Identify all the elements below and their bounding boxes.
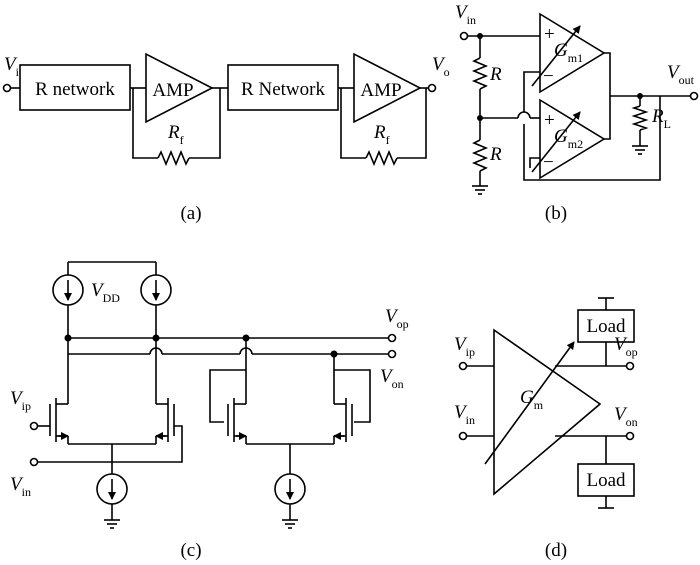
von-label-c: Von: [380, 366, 404, 391]
vip-terminal-d: [458, 361, 468, 371]
gm1-amplifier: [539, 12, 606, 94]
caption-d: (d): [545, 540, 567, 561]
load-top-label: Load: [586, 316, 626, 337]
svg-text:−: −: [543, 66, 554, 87]
amp-label-2: AMP: [360, 80, 401, 101]
vip-label-d: Vip: [454, 334, 475, 359]
rl-resistor: [631, 105, 649, 131]
vout-terminal: [689, 91, 699, 101]
rf-resistor-2: [365, 149, 398, 167]
vip-label-c: Vip: [10, 388, 31, 413]
caption-a: (a): [180, 203, 201, 224]
vop-label-d: Vop: [614, 334, 638, 359]
vi-label: Vi: [4, 54, 20, 79]
r-network-label-1: R network: [35, 79, 115, 100]
vip-terminal-c: [29, 421, 39, 431]
vop-terminal: [387, 333, 397, 343]
panel-c: VDD Vop Von Vip Vin: [10, 261, 409, 561]
vin-label: Vin: [455, 2, 476, 27]
von-label-d: Von: [614, 404, 638, 429]
svg-text:+: +: [544, 110, 555, 131]
r-bottom-label: R: [489, 144, 502, 165]
r-top-label: R: [489, 64, 502, 85]
rf-label-1: Rf: [167, 122, 184, 147]
gm-amplifier: [493, 328, 602, 496]
amp-triangle-2: [353, 52, 422, 124]
vin-terminal-c: [29, 457, 39, 467]
gm1-tunable-arrow: [531, 25, 581, 87]
svg-text:+: +: [544, 24, 555, 45]
svg-text:−: −: [543, 152, 554, 173]
vin-terminal-d: [458, 431, 468, 441]
output-terminal: [427, 83, 437, 93]
vop-label-c: Vop: [385, 306, 409, 331]
rf-label-2: Rf: [373, 122, 390, 147]
gm2-amplifier: [539, 98, 606, 180]
vin-label-d: Vin: [454, 402, 475, 427]
vo-label: Vo: [432, 54, 450, 79]
vin-terminal: [459, 31, 469, 41]
vdd-label: VDD: [91, 280, 120, 305]
rf-resistor-1: [157, 149, 190, 167]
r-top-resistor: [471, 57, 489, 90]
amp-triangle-1: [145, 52, 214, 124]
input-terminal: [2, 83, 12, 93]
gm-tunable-arrow: [484, 341, 575, 465]
panel-d: Vip Vin Gm Vop Von Load Load (d): [454, 297, 638, 561]
vout-label: Vout: [667, 62, 695, 87]
caption-c: (c): [180, 540, 201, 561]
von-terminal: [387, 349, 397, 359]
panel-a: Vi R network AMP Rf R Network AMP Vo Rf …: [2, 52, 450, 224]
r-network-label-2: R Network: [241, 79, 325, 100]
gm2-tunable-arrow: [531, 111, 581, 173]
load-bottom-label: Load: [586, 470, 626, 491]
panel-b: Vin R R + − Gm1 + − Gm2: [455, 2, 699, 224]
vop-terminal-d: [625, 361, 635, 371]
von-terminal-d: [625, 431, 635, 441]
caption-b: (b): [545, 203, 567, 224]
rl-label: RL: [651, 106, 671, 131]
vin-label-c: Vin: [10, 474, 31, 499]
r-bottom-resistor: [471, 139, 489, 172]
amp-label-1: AMP: [152, 80, 193, 101]
